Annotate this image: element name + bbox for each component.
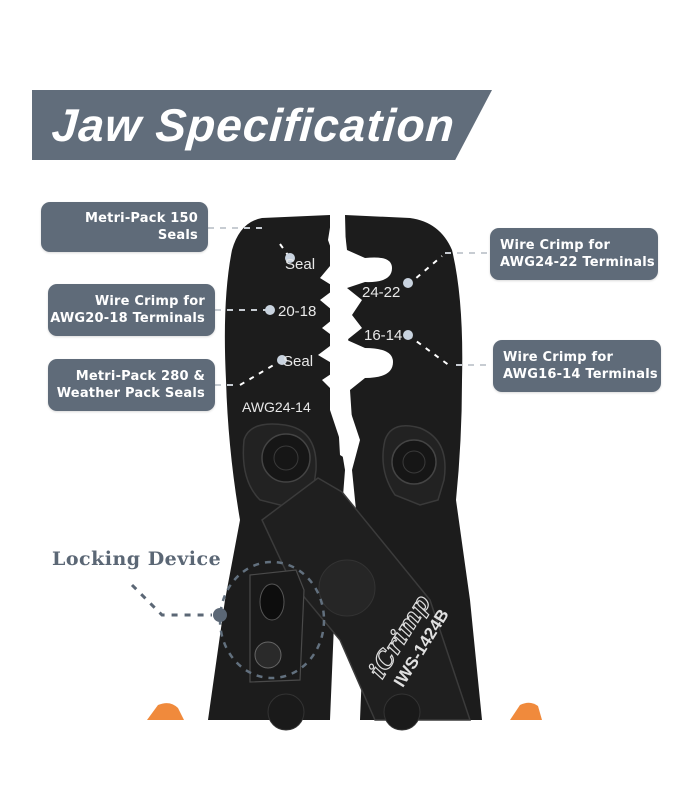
locking-device-label: Locking Device	[52, 548, 222, 570]
callout-text: Wire Crimp for	[503, 350, 614, 365]
callout-text: AWG24-22 Terminals	[500, 255, 655, 270]
right-pivot-bolt	[391, 439, 437, 485]
callout-awg24-22: Wire Crimp for AWG24-22 Terminals	[490, 228, 658, 280]
callout-metri-pack-150: Metri-Pack 150 Seals	[41, 202, 208, 252]
leader-lines	[208, 227, 492, 386]
callout-text: Metri-Pack 150 Seals	[85, 211, 198, 243]
callout-text: Weather Pack Seals	[56, 386, 205, 401]
lock-knob	[259, 583, 285, 621]
callout-metri-pack-280: Metri-Pack 280 & Weather Pack Seals	[48, 359, 215, 411]
callout-text: Wire Crimp for	[500, 238, 611, 253]
callout-text: Wire Crimp for	[94, 294, 205, 309]
left-pivot-bolt	[261, 433, 311, 483]
jaw-label-20-18: 20-18	[278, 303, 316, 320]
left-handle-grip	[147, 703, 184, 720]
jaw-label-24-22: 24-22	[362, 284, 400, 301]
lock-screw	[254, 641, 282, 669]
callout-text: AWG16-14 Terminals	[503, 367, 658, 382]
center-bolt	[318, 559, 376, 617]
jaw-label-range: AWG24-14	[242, 399, 311, 415]
right-handle-grip	[510, 702, 542, 720]
jaw-label-seal-bottom: Seal	[283, 353, 313, 370]
jaw-label-16-14: 16-14	[364, 327, 402, 344]
crimp-cavities	[318, 215, 393, 460]
jaw-label-seal-top: Seal	[285, 256, 315, 273]
callout-text: AWG20-18 Terminals	[50, 311, 205, 326]
callout-text: Metri-Pack 280 &	[75, 369, 205, 384]
callout-awg16-14: Wire Crimp for AWG16-14 Terminals	[493, 340, 661, 392]
title-banner	[32, 90, 492, 160]
callout-awg20-18: Wire Crimp for AWG20-18 Terminals	[48, 284, 215, 336]
